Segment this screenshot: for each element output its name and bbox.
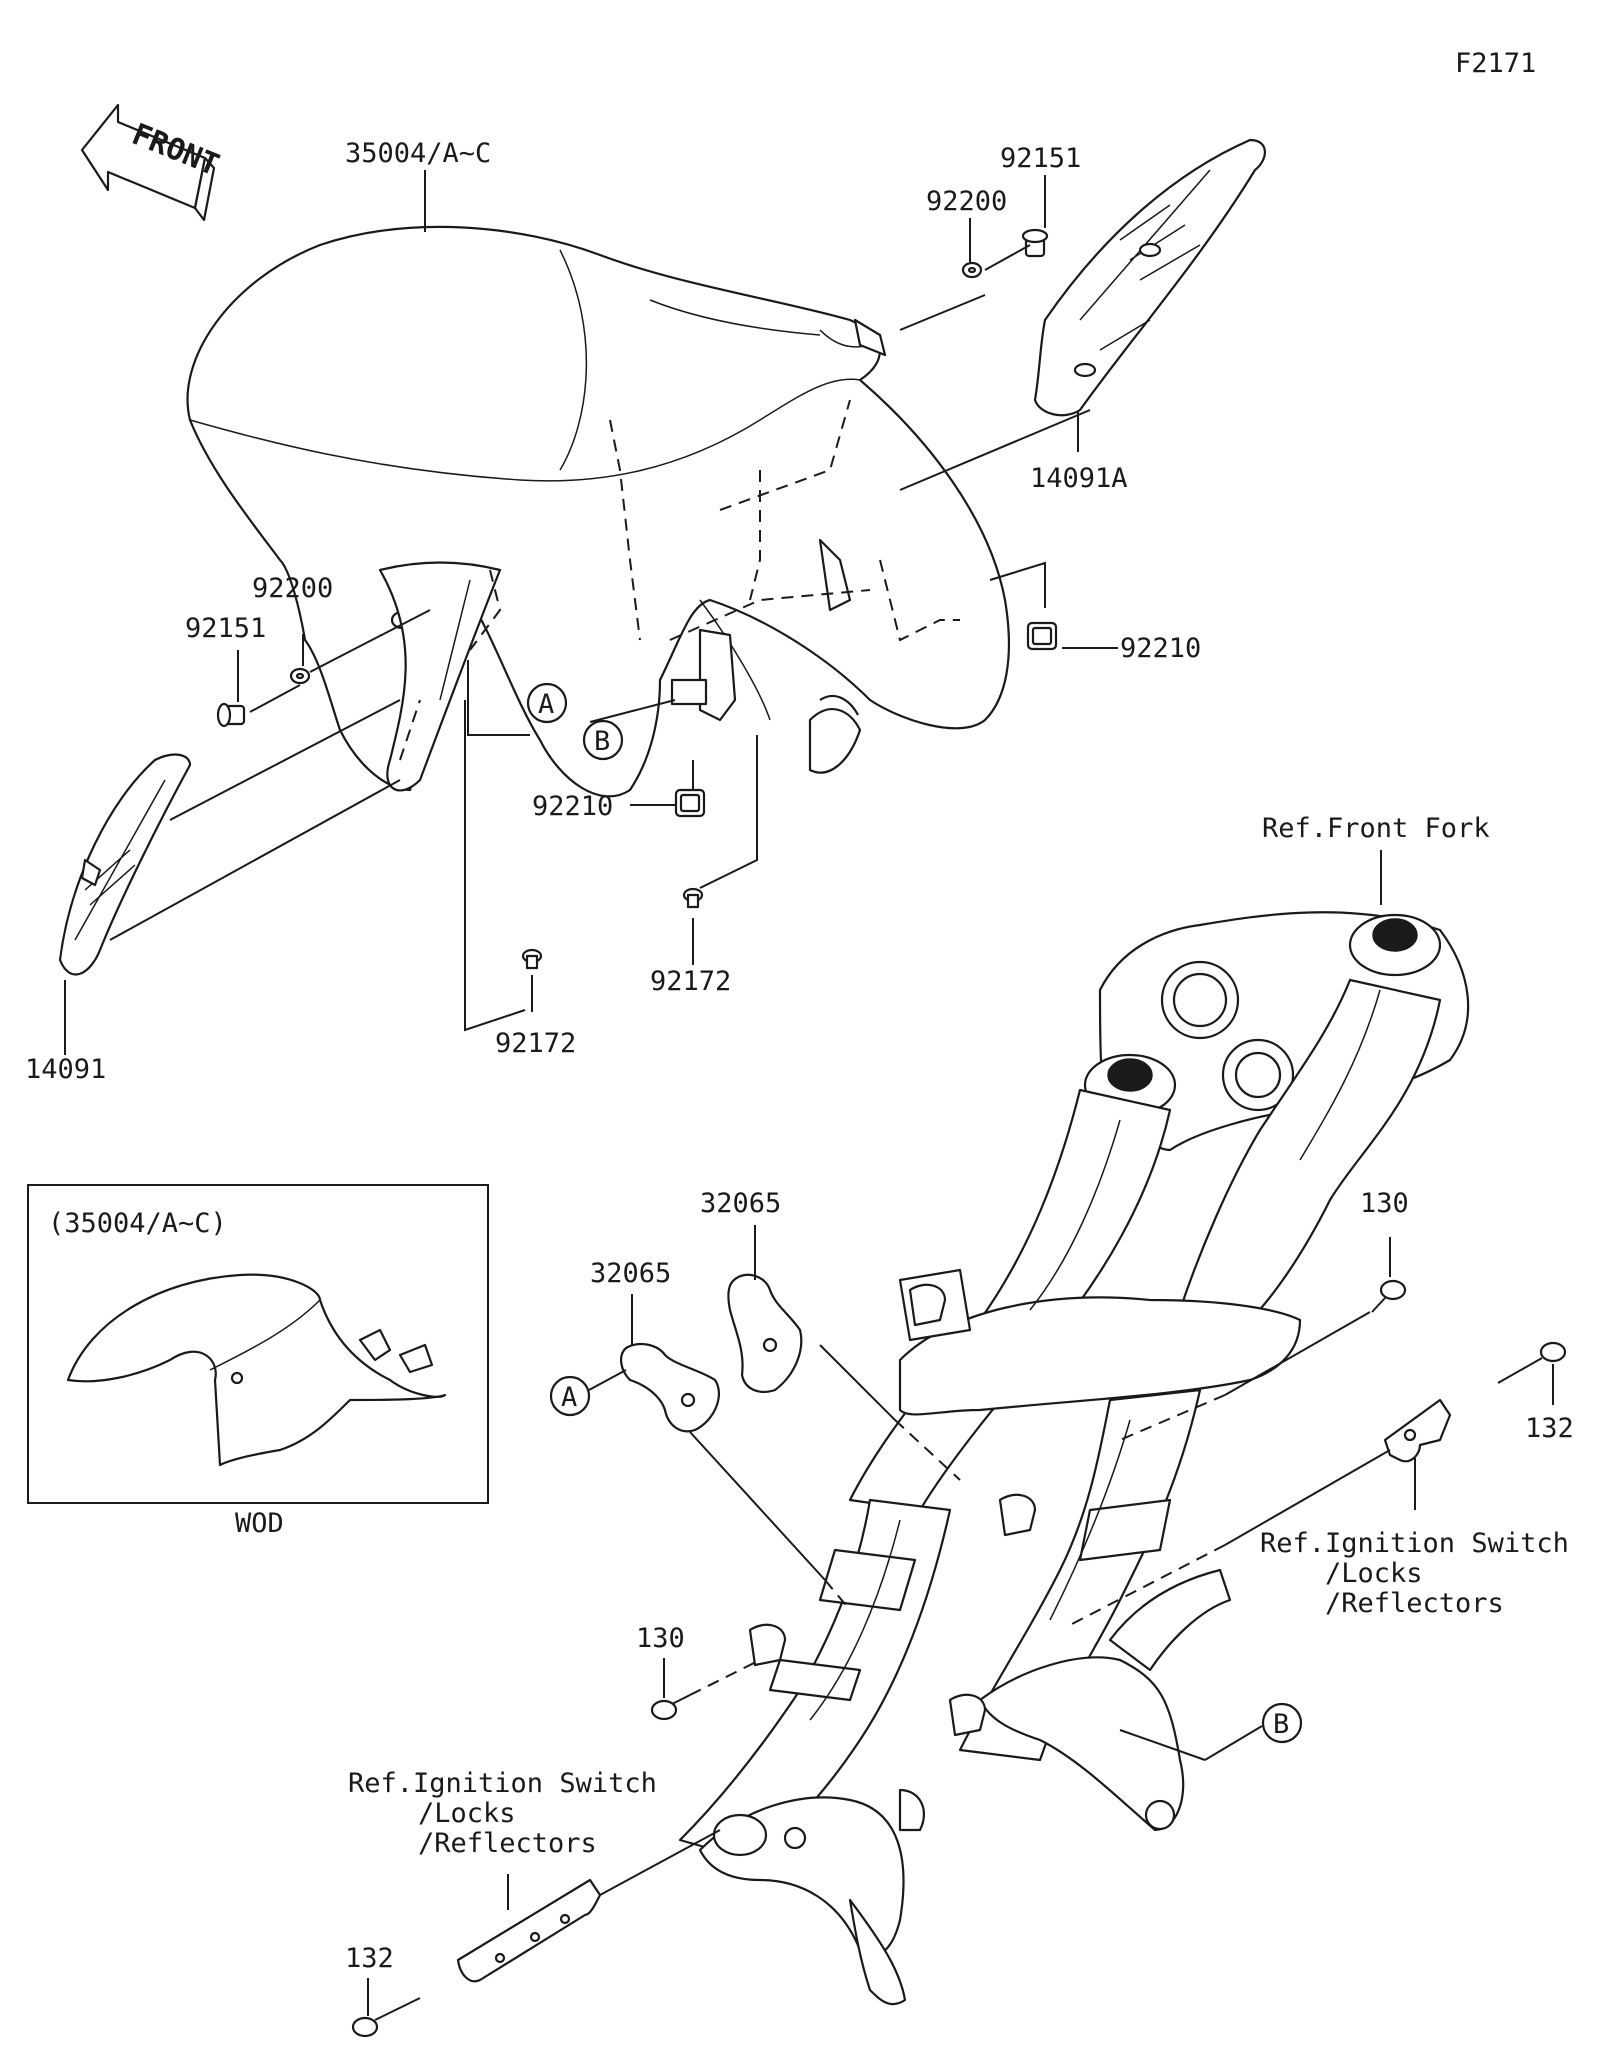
fender-hidden-lines [399,399,960,761]
part-labels: 35004/A~C 92151 92200 14091A 92210 92200… [25,138,1574,1974]
bracket-32065-upper [727,1273,803,1393]
callout-a-upper: A [526,682,568,724]
part-label-32065-upper: 32065 [700,1188,781,1219]
washer-92200-left [289,667,311,685]
bracket-32065-lower [620,1342,720,1433]
part-label-92200-left: 92200 [252,573,333,604]
clip-92151-right [1021,228,1049,258]
part-label-35004: 35004/A~C [345,138,491,169]
bolt-132-left [351,1997,421,2038]
front-fork-assembly [678,911,1470,2006]
part-label-130-right: 130 [1360,1188,1409,1219]
part-label-132-right: 132 [1525,1413,1574,1444]
bolt-130-right [1371,1279,1407,1313]
ref-ignition-right-line1: Ref.Ignition Switch [1260,1528,1569,1559]
part-label-132-left: 132 [345,1943,394,1974]
callout-b-lower-letter: B [1273,1709,1289,1740]
inset-title: (35004/A~C) [48,1208,227,1239]
figure-code: F2171 [1455,48,1536,79]
fork-hidden-lines [689,1394,1226,1696]
ref-ignition-right-line3: /Reflectors [1325,1588,1504,1619]
ref-front-fork: Ref.Front Fork [1262,813,1490,844]
part-label-92210-center: 92210 [532,791,613,822]
side-cover-14091 [58,753,192,976]
side-cover-14091A [1033,138,1266,417]
callout-b-upper: B [582,719,624,761]
part-label-130-left: 130 [636,1623,685,1654]
screw-92172-center [682,887,704,909]
inset-caption: WOD [235,1508,284,1539]
part-label-92210-right: 92210 [1120,633,1201,664]
callout-a-upper-letter: A [538,689,554,720]
part-label-92172-center: 92172 [650,966,731,997]
part-label-92151-left: 92151 [185,613,266,644]
ref-ignition-left-line1: Ref.Ignition Switch [348,1768,657,1799]
part-label-14091A: 14091A [1030,463,1128,494]
ref-ignition-left-line2: /Locks [418,1798,516,1829]
fender-leaders [64,170,1118,1055]
front-fender [186,225,1011,798]
inset-box: (35004/A~C) [27,1184,489,1504]
front-arrow-icon: FRONT [80,103,224,222]
callout-a-lower-letter: A [561,1382,577,1413]
part-label-92200-right: 92200 [926,186,1007,217]
ref-ignition-left-line3: /Reflectors [418,1828,597,1859]
reflector-bracket-left [456,1878,602,1983]
screw-92172-left [521,948,543,970]
reference-labels: Ref.Front Fork Ref.Ignition Switch /Lock… [348,813,1569,1859]
washer-92200-right [961,261,983,279]
ref-ignition-right-line2: /Locks [1325,1558,1423,1589]
part-label-92172-left: 92172 [495,1028,576,1059]
part-label-14091: 14091 [25,1054,106,1085]
part-label-92151-right: 92151 [1000,143,1081,174]
fork-leaders [367,850,1554,2016]
callout-b-upper-letter: B [594,726,610,757]
clip-92151-left [216,702,246,728]
callout-a-lower: A [549,1375,591,1417]
nut-92210-right [1026,621,1058,651]
part-label-32065-lower: 32065 [590,1258,671,1289]
bolt-132-right [1497,1341,1567,1384]
reflector-bracket-right [1383,1398,1452,1463]
callout-b-lower: B [1261,1702,1303,1744]
nut-92210-center [674,788,706,818]
bolt-130-left [650,1694,691,1721]
